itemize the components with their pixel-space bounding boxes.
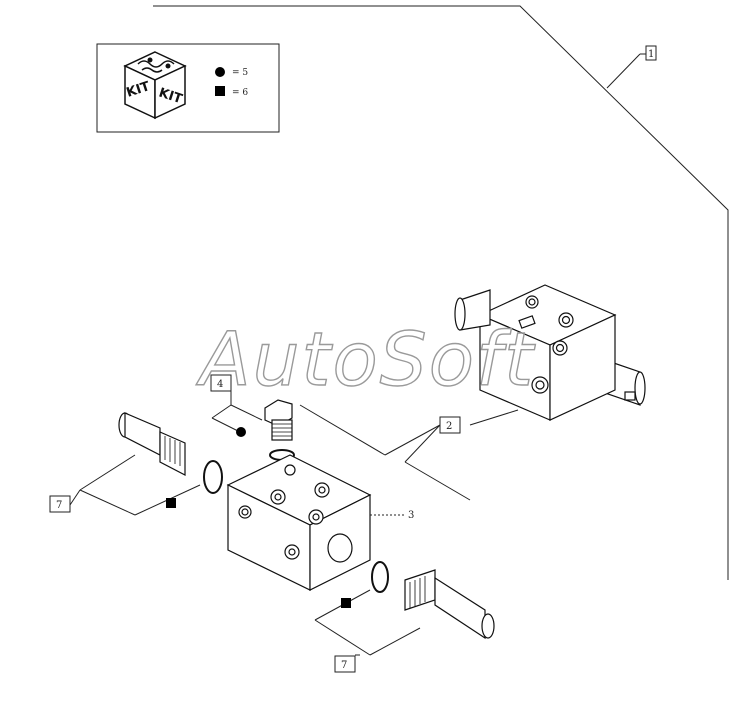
cartridge-right-part-7	[371, 561, 495, 640]
callout-7-left: 7	[49, 454, 201, 516]
callout-2: 2	[299, 404, 519, 501]
callout-7-bottom: 7	[314, 589, 421, 673]
kit-label-right: KIT	[157, 86, 184, 108]
circle-legend-text: = 5	[232, 68, 248, 78]
callout-1: 1	[606, 45, 657, 89]
valve-body-part-2	[454, 284, 646, 421]
callout-7-bottom-label: 7	[341, 660, 347, 671]
plug-part-4	[264, 399, 295, 461]
kit-box-icon: KIT KIT	[123, 51, 187, 120]
square-legend-text: = 6	[232, 88, 248, 98]
kit-legend-box: KIT KIT = 5 = 6	[96, 43, 280, 133]
square-marker-icon	[215, 86, 225, 96]
circle-marker-icon	[215, 67, 225, 77]
square-marker-icon	[341, 598, 351, 608]
callout-1-label: 1	[648, 49, 654, 60]
callout-3: 3	[370, 510, 414, 521]
square-marker-icon	[166, 498, 176, 508]
callout-2-label: 2	[446, 421, 452, 432]
watermark-text: AutoSoft	[196, 317, 536, 403]
callout-4: 4	[210, 374, 263, 433]
callout-7-left-label: 7	[56, 500, 62, 511]
circle-marker-icon	[236, 427, 246, 437]
cartridge-left-part-7	[118, 412, 223, 494]
callout-3-label: 3	[408, 510, 414, 521]
callout-4-label: 4	[217, 379, 223, 390]
block-part-3	[226, 454, 372, 591]
kit-label-left: KIT	[125, 79, 152, 101]
assembly-boundary-line	[153, 5, 729, 580]
